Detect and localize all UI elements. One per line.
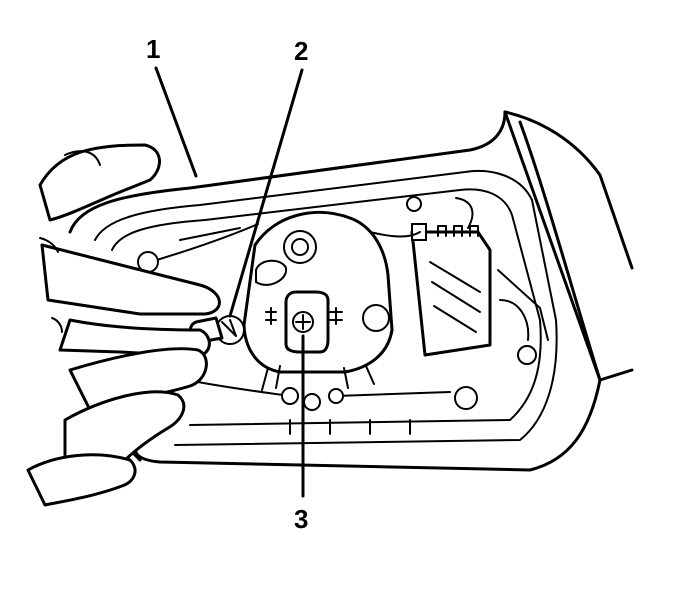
lamp-housing — [68, 110, 634, 472]
callout-3: 3 — [294, 504, 308, 534]
leader-line-2 — [228, 68, 304, 318]
wiring-connector — [406, 196, 492, 357]
leader-line-1 — [154, 66, 198, 178]
hands — [26, 143, 221, 507]
bulb-socket-fastener — [284, 290, 330, 354]
wire-harness — [137, 223, 549, 435]
leader-lines — [154, 66, 305, 498]
callout-2: 2 — [294, 36, 308, 66]
callout-1: 1 — [146, 34, 160, 64]
